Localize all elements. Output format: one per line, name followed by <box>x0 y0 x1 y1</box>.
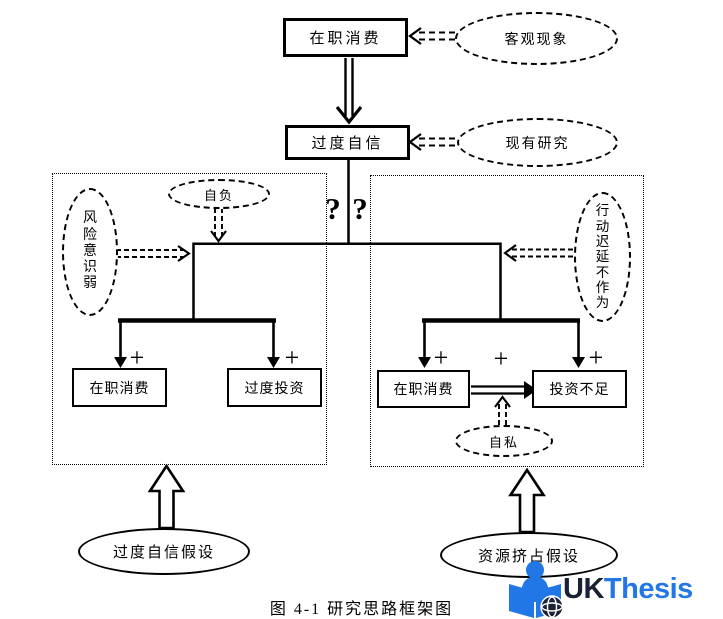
box-overconfidence: 过度自信 <box>285 125 410 160</box>
arrow-inaction-left <box>503 244 573 262</box>
block-arrow-right-hypothesis <box>508 467 546 534</box>
logo-globe-icon <box>540 595 564 619</box>
logo-book-left-page <box>509 584 534 618</box>
panel-overconfidence-hypothesis <box>52 173 327 465</box>
action-delay-inaction-label: 行动迟延不作为 <box>595 203 610 311</box>
ukthesis-logo: UKThesis <box>504 560 723 619</box>
arrow-risk-awareness-right <box>116 245 191 262</box>
logo-person-head <box>526 561 544 579</box>
plus-sign-middle-arrow: + <box>493 344 509 373</box>
right-branch-arrows <box>418 318 585 368</box>
question-mark-right: ? <box>352 191 368 226</box>
question-mark-left: ? <box>325 191 341 226</box>
plus-sign-left-consumption: + <box>129 343 145 372</box>
arrow-research-to-midbox <box>408 133 455 151</box>
panel-resource-crowding-hypothesis <box>370 175 644 467</box>
arrow-topbox-to-midbox <box>335 58 363 125</box>
plus-sign-right-underinvestment: + <box>588 343 604 372</box>
central-split-lines <box>192 159 502 322</box>
ellipse-objective-phenomenon: 客观现象 <box>455 12 618 65</box>
logo-wordmark: UKThesis <box>563 575 693 604</box>
hypothesis-ellipse-resource-crowding: 资源挤占假设 <box>440 532 618 578</box>
logo-text-uk: UK <box>563 573 604 605</box>
arrow-selfish-up <box>494 395 511 425</box>
ellipse-selfishness: 自私 <box>455 425 553 457</box>
ellipse-action-delay-inaction: 行动迟延不作为 <box>574 192 631 322</box>
plus-sign-left-overinvestment: + <box>284 343 300 372</box>
right-outcome-box-underinvestment: 投资不足 <box>532 370 627 408</box>
arrow-conceit-down <box>210 208 227 243</box>
arrow-consumption-to-underinvestment <box>471 381 537 399</box>
plus-sign-right-consumption: + <box>433 343 449 372</box>
weak-risk-awareness-label: 风险意识弱 <box>83 211 97 292</box>
block-arrow-left-hypothesis <box>147 463 186 530</box>
left-outcome-box-consumption: 在职消费 <box>72 368 167 407</box>
ellipse-existing-research: 现有研究 <box>457 118 618 167</box>
hypothesis-ellipse-overconfidence: 过度自信假设 <box>78 528 250 575</box>
logo-text-thesis: Thesis <box>603 573 693 605</box>
ellipse-conceit: 自负 <box>168 179 270 209</box>
left-branch-arrows <box>114 318 280 368</box>
ellipse-weak-risk-awareness: 风险意识弱 <box>62 188 118 316</box>
right-outcome-box-consumption: 在职消费 <box>377 370 470 408</box>
logo-reader-icon <box>509 561 564 619</box>
arrow-objective-to-topbox <box>408 27 455 45</box>
figure-caption: 图 4-1 研究思路框架图 <box>269 601 454 618</box>
top-box-on-the-job-consumption: 在职消费 <box>283 18 408 57</box>
left-outcome-box-overinvestment: 过度投资 <box>227 368 322 407</box>
